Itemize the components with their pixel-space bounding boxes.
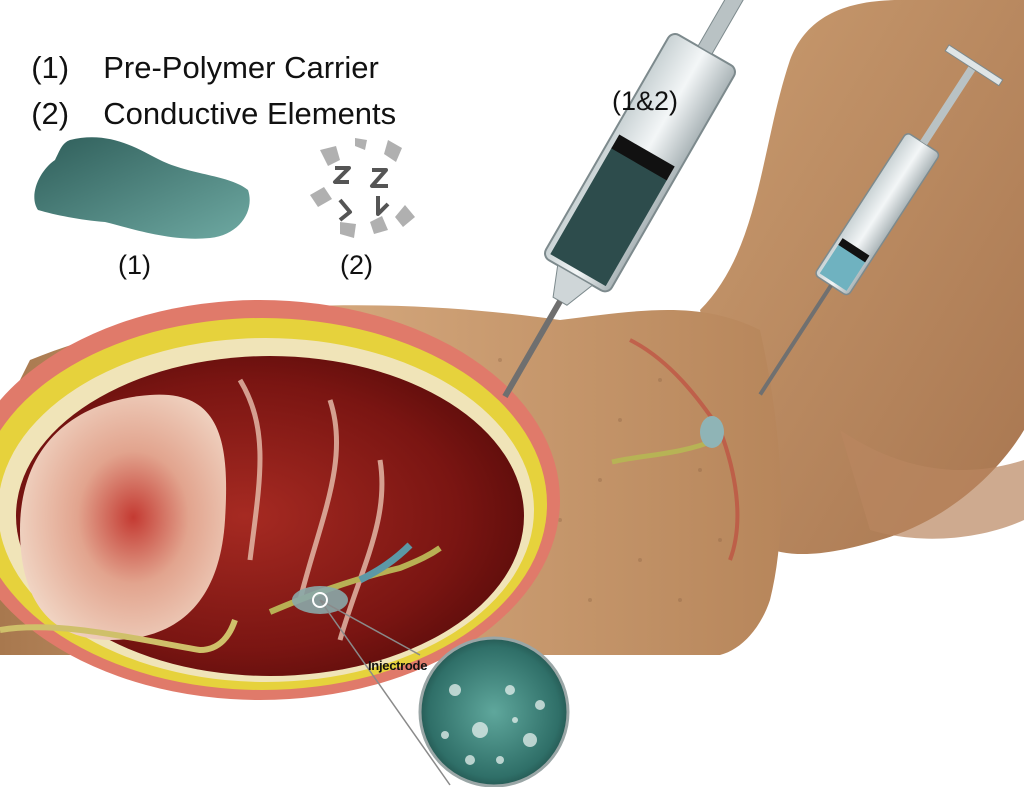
legend-number: (1) (31, 50, 70, 85)
injectrode-label: Injectrode (368, 658, 428, 673)
magnified-inset-icon (312, 592, 570, 787)
injectrode-side (700, 416, 724, 448)
legend-item-carrier: (1) Pre-Polymer Carrier (14, 14, 379, 86)
syringe-label: (1&2) (612, 86, 679, 116)
legend-label: Pre-Polymer Carrier (103, 50, 379, 85)
legend-number: (2) (31, 96, 70, 131)
small-syringe-icon (758, 44, 1004, 396)
syringe-icon (502, 0, 803, 399)
foot-shape (700, 0, 1024, 555)
nerve-side-view (611, 338, 740, 561)
carrier-label: (1) (118, 250, 151, 280)
legend-item-elements: (2) Conductive Elements (14, 60, 396, 132)
conductive-particles-icon (310, 138, 415, 238)
polymer-blob-icon (34, 137, 250, 239)
legend-label: Conductive Elements (103, 96, 397, 131)
bone-section (20, 394, 227, 640)
leg-cross-section (0, 300, 560, 700)
elements-label: (2) (340, 250, 373, 280)
